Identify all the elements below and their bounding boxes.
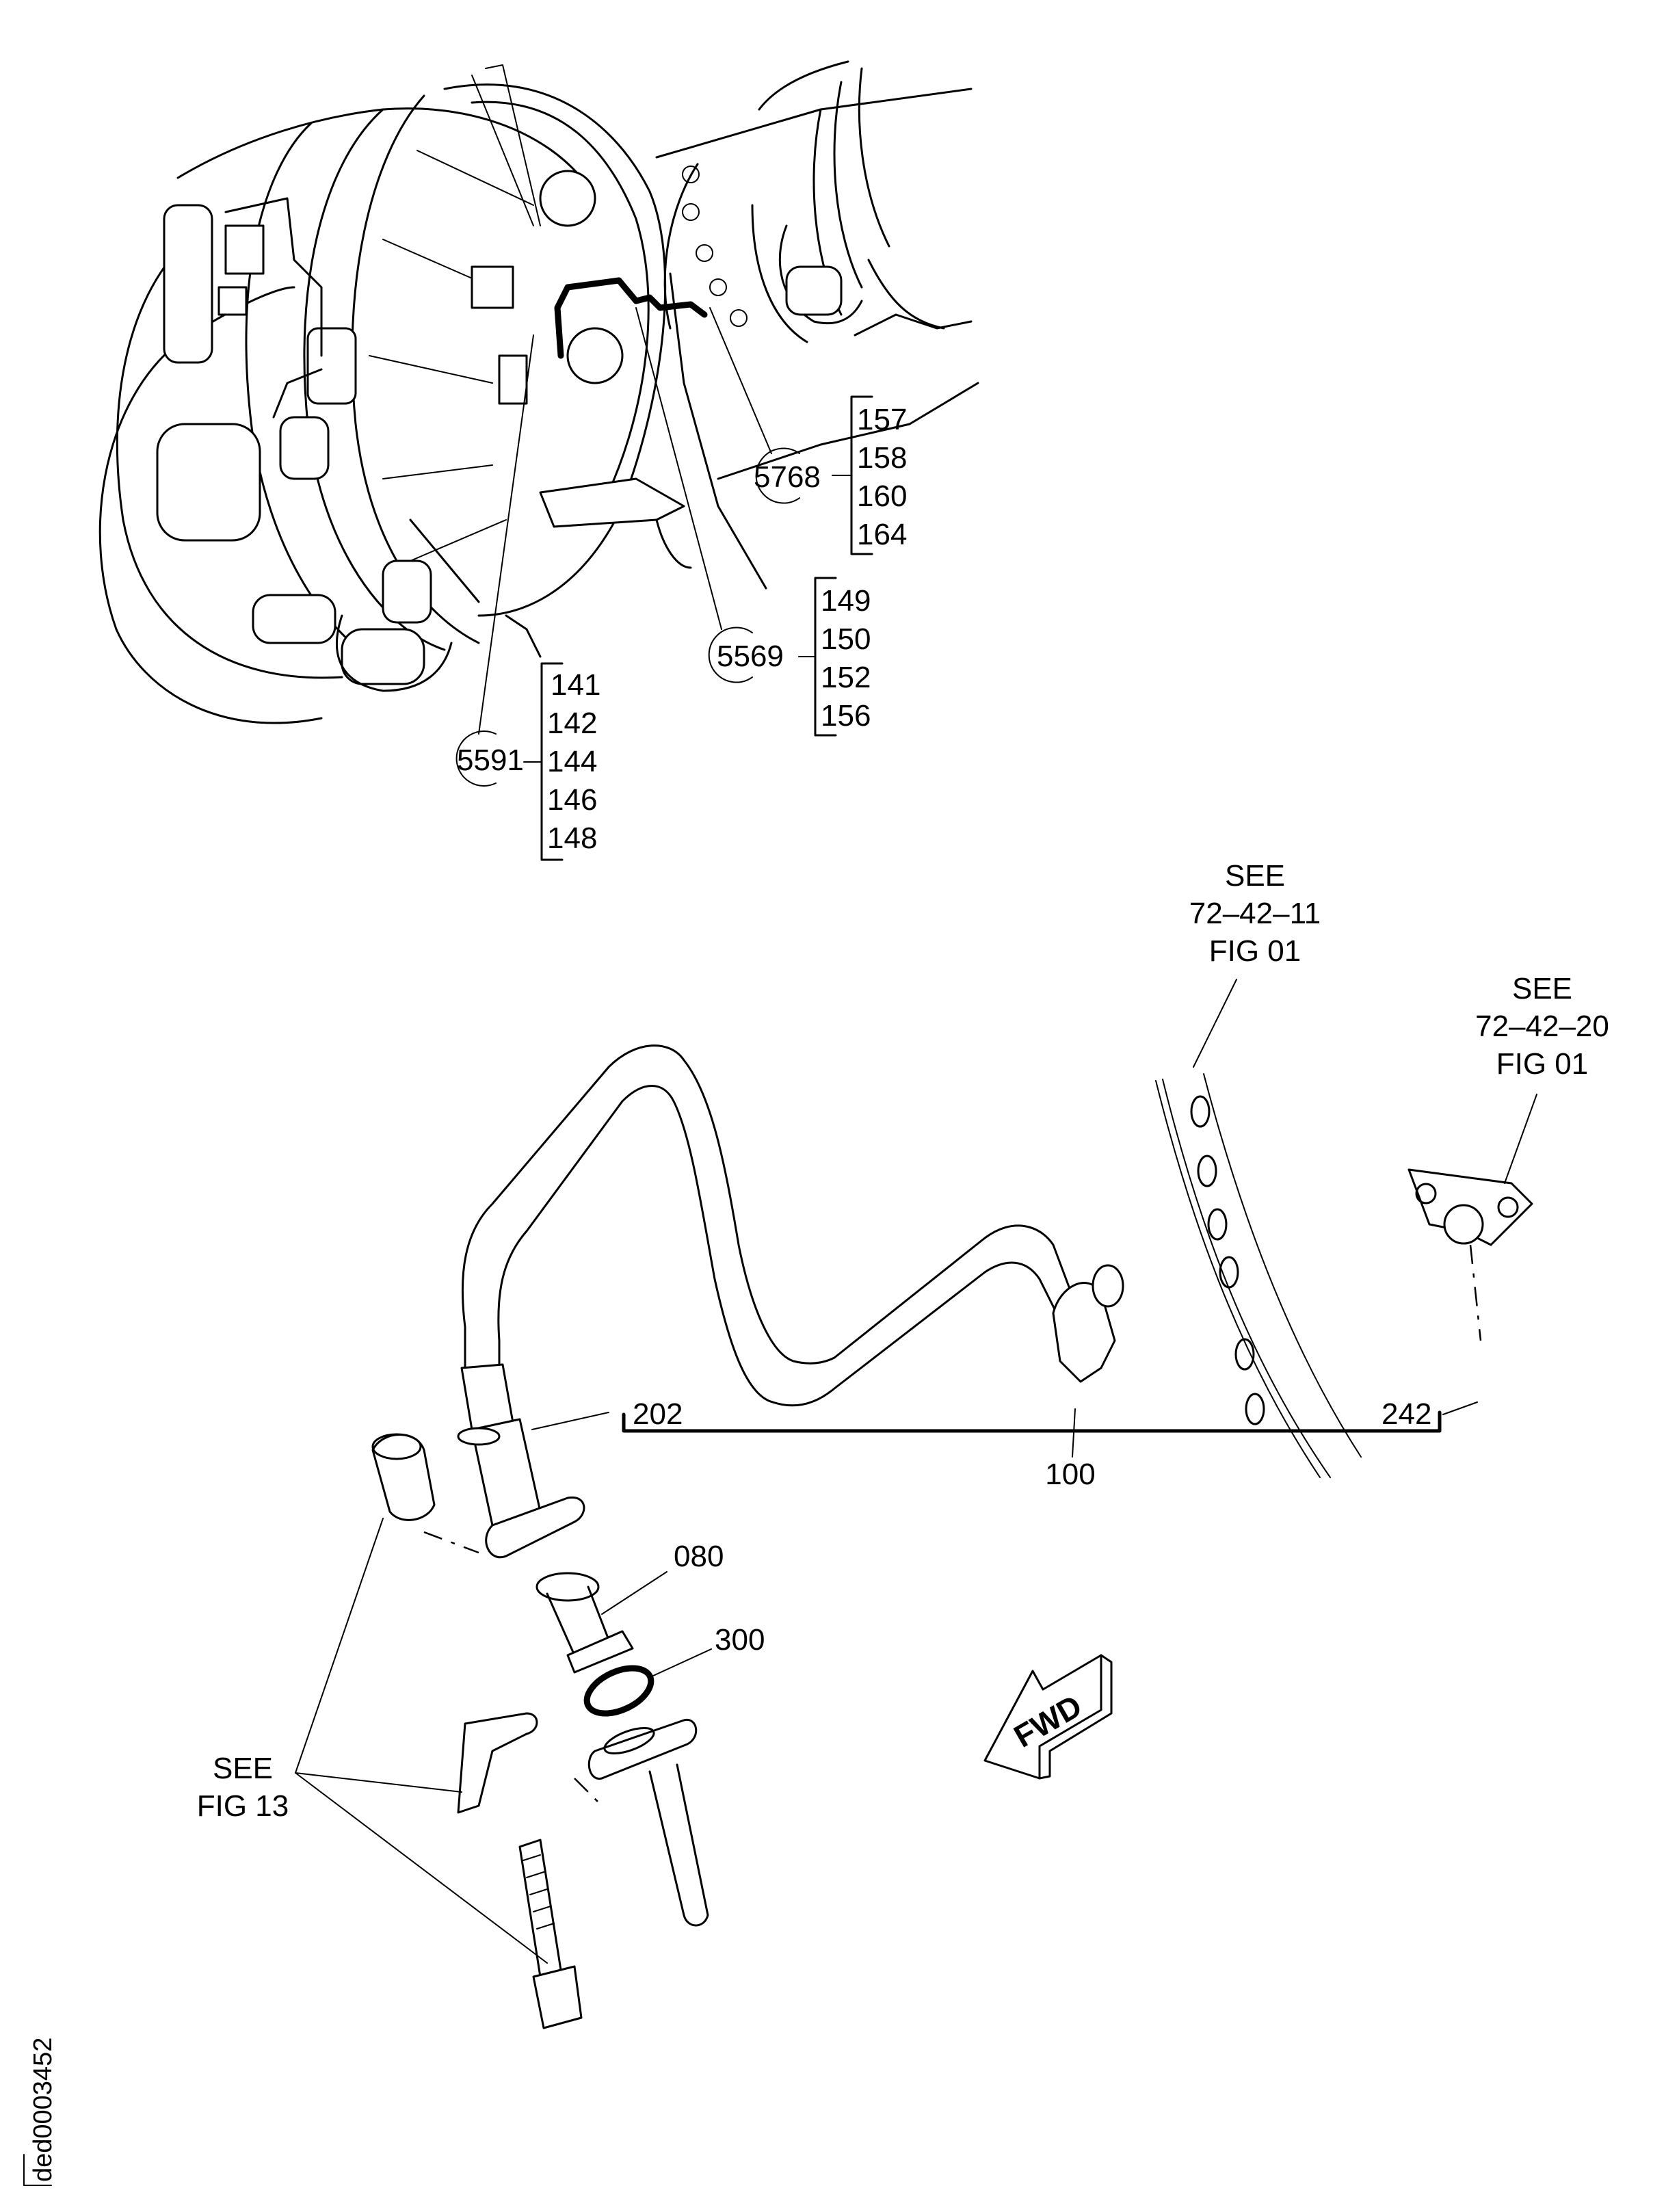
locator-callout-5591: 5591 141 142 144 146 148 xyxy=(455,662,600,861)
item-callouts: 202 100 242 080 300 xyxy=(531,1397,1478,1676)
reference-fig-13: SEE FIG 13 xyxy=(197,1518,548,1964)
callout-sub-item: 144 xyxy=(547,745,597,778)
callout-sub-item: 157 xyxy=(857,403,907,436)
forward-direction-arrow: FWD xyxy=(983,1654,1113,1780)
callout-sub-item: 142 xyxy=(547,707,597,740)
item-100-label: 100 xyxy=(1045,1458,1095,1491)
callout-sub-item: 148 xyxy=(547,821,597,855)
document-id-label: ded0003452 xyxy=(29,2038,57,2182)
exploded-parts-stack xyxy=(371,1433,709,2029)
item-202-label: 202 xyxy=(633,1397,683,1431)
callout-sub-item: 160 xyxy=(857,479,907,513)
mounting-pad xyxy=(1407,1168,1533,1341)
reference-line: FIG 01 xyxy=(1209,934,1301,968)
reference-72-42-20: SEE 72–42–20 FIG 01 xyxy=(1475,972,1609,1184)
document-id: ded0003452 xyxy=(23,2038,57,2186)
reference-line: FIG 01 xyxy=(1496,1047,1589,1081)
locator-callout-5569: 5569 149 150 152 156 xyxy=(708,577,871,737)
core-bolt-holes xyxy=(682,166,748,327)
reference-line: 72–42–20 xyxy=(1475,1010,1609,1043)
item-080-label: 080 xyxy=(674,1540,724,1573)
callout-sub-item: 158 xyxy=(857,441,907,475)
callout-sub-item: 149 xyxy=(821,584,871,618)
callout-sub-item: 152 xyxy=(821,661,871,694)
callout-sub-item: 146 xyxy=(547,783,597,817)
engine-locator-illustration xyxy=(98,60,979,724)
reference-72-42-11: SEE 72–42–11 FIG 01 xyxy=(1189,859,1321,1068)
reference-line: 72–42–11 xyxy=(1189,897,1321,930)
reference-line: SEE xyxy=(1512,972,1572,1005)
callout-sub-item: 164 xyxy=(857,518,907,551)
item-300-label: 300 xyxy=(715,1623,765,1657)
callout-item-number: 5768 xyxy=(754,460,821,494)
callout-item-number: 5569 xyxy=(717,640,784,673)
callout-sub-item: 141 xyxy=(551,668,600,702)
reference-line: FIG 13 xyxy=(197,1789,289,1823)
callout-sub-item: 150 xyxy=(821,622,871,656)
case-flange-ring xyxy=(1155,1073,1362,1478)
reference-line: SEE xyxy=(1225,859,1285,893)
callout-sub-item: 156 xyxy=(821,699,871,733)
item-242-label: 242 xyxy=(1381,1397,1431,1431)
reference-line: SEE xyxy=(213,1752,273,1785)
highlighted-tube xyxy=(554,277,708,359)
locator-leaders xyxy=(478,307,772,735)
tube-assembly-100 xyxy=(457,1044,1124,1527)
flange-bolts xyxy=(1190,1095,1265,1425)
callout-item-number: 5591 xyxy=(457,743,524,777)
locator-callout-5768: 5768 157 158 160 164 xyxy=(754,395,907,555)
